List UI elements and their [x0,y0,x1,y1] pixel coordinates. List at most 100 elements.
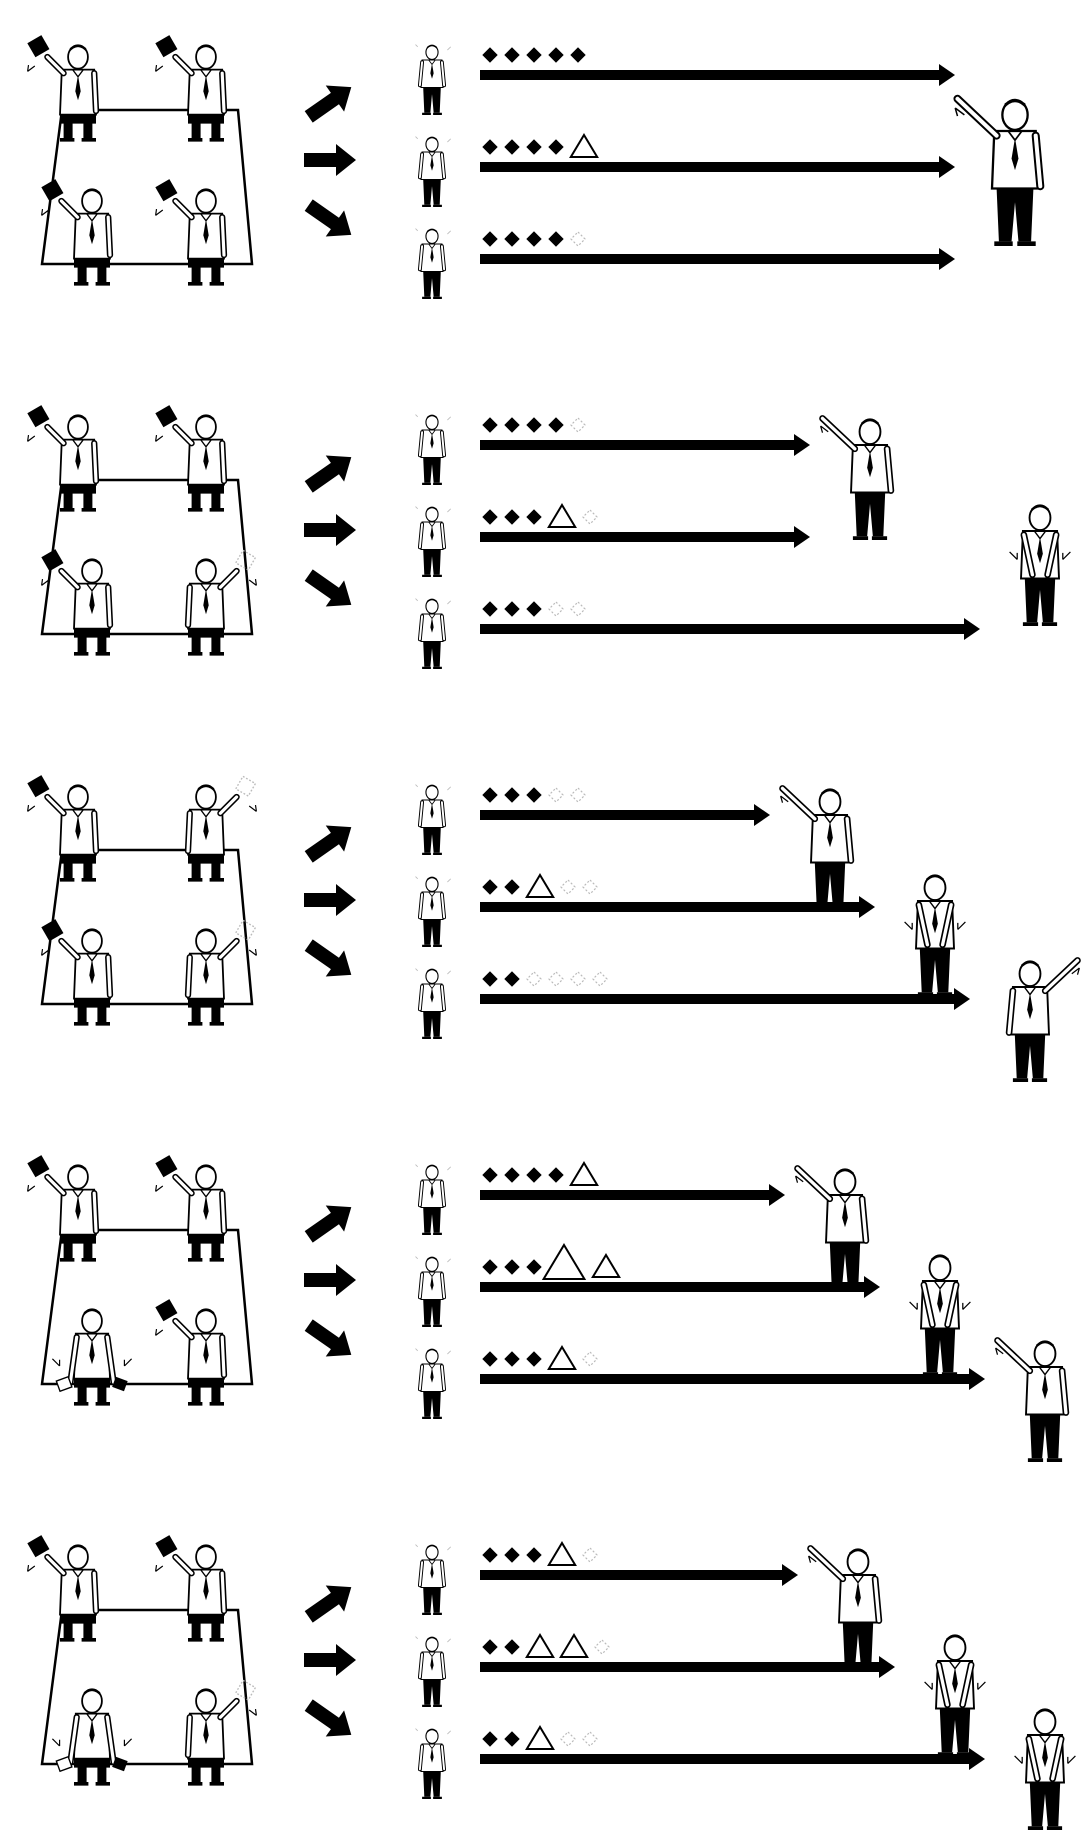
penalty-triangle-icon [559,1633,589,1658]
up-arrow-icon [304,85,352,123]
result-arrow-icon [480,64,955,86]
council-member [41,549,114,656]
council-member [27,35,100,142]
card-icon [548,139,564,155]
card-icon [504,139,520,155]
penalty-triangle-icon [569,133,599,158]
voter-figure [415,1256,451,1327]
down-arrow-icon [304,1699,352,1737]
voter-figure [415,136,451,207]
empty-card-icon [570,787,586,803]
table-outline [40,1608,254,1766]
empty-card-icon [570,971,586,987]
card-icon [526,231,542,247]
down-arrow-icon [304,1319,352,1357]
card-icon [482,139,498,155]
table-outline [40,848,254,1006]
card-icon [504,417,520,433]
voter-figure [415,1348,451,1419]
card-icon [526,47,542,63]
council-table [27,775,257,1026]
card-icon [504,47,520,63]
penalty-triangle-icon [525,873,555,898]
council-member [27,775,100,882]
voter-figure [415,1164,451,1235]
council-member [155,1535,228,1642]
empty-card-icon [582,1351,598,1367]
card-icon [482,509,498,525]
black-card-icon [41,919,64,942]
black-card-icon [155,1299,178,1322]
card-icon [482,231,498,247]
card-icon [548,417,564,433]
council-member [184,1679,257,1786]
empty-card-icon [548,971,564,987]
card-icon [482,971,498,987]
council-member [51,1308,133,1406]
voter-figure [415,1728,451,1799]
black-card-icon [155,1155,178,1178]
black-card-icon [155,35,178,58]
voter-figure [415,1636,451,1707]
card-icon [482,1259,498,1275]
card-icon [504,879,520,895]
voter-lane [415,784,770,855]
penalty-triangle-icon [547,503,577,528]
empty-card-icon [582,1731,598,1747]
council-member [184,775,257,882]
council-member [27,1535,100,1642]
card-icon [548,1167,564,1183]
up-arrow-icon [304,825,352,863]
voter-figure [415,784,451,855]
result-arrow-icon [480,248,955,270]
black-card-icon [27,35,50,58]
card-icon [482,601,498,617]
card-icon [482,879,498,895]
council-member [155,1299,228,1406]
voter-lane [415,873,875,947]
down-arrow-icon [304,199,352,237]
black-card-icon [155,1535,178,1558]
card-icon [526,139,542,155]
outcome-figure [924,1634,986,1756]
penalty-triangle-icon [547,1345,577,1370]
right-arrow-icon [304,1264,356,1296]
outcome-figure [779,785,855,910]
card-icon [504,971,520,987]
black-card-icon [27,405,50,428]
black-card-icon [155,405,178,428]
card-icon [548,231,564,247]
result-arrow-icon [480,1184,785,1206]
card-icon [504,1259,520,1275]
black-card-icon [155,179,178,202]
council-member [155,179,228,286]
empty-card-icon [548,787,564,803]
card-icon [526,417,542,433]
right-arrow-icon [304,1644,356,1676]
voter-lane [415,414,810,485]
penalty-triangle-icon [591,1253,621,1278]
empty-card-icon [234,775,257,797]
outcome-figure [794,1165,870,1290]
voter-figure [415,1544,451,1615]
diagram-row [27,775,1081,1082]
card-icon [482,1167,498,1183]
card-icon [504,601,520,617]
result-arrow-icon [480,1564,798,1586]
voter-figure [415,598,451,669]
card-icon [504,509,520,525]
card-icon [504,231,520,247]
penalty-triangle-icon [525,1725,555,1750]
outcome-figure [1005,957,1081,1082]
card-icon [504,1731,520,1747]
result-arrow-icon [480,988,970,1010]
empty-card-icon [582,879,598,895]
voter-lane [415,1725,985,1799]
council-member [155,405,228,512]
empty-card-icon [570,601,586,617]
table-outline [40,478,254,636]
card-icon [504,1547,520,1563]
result-arrow-icon [480,156,955,178]
diagram-row [27,1155,1070,1462]
empty-card-icon [526,971,542,987]
